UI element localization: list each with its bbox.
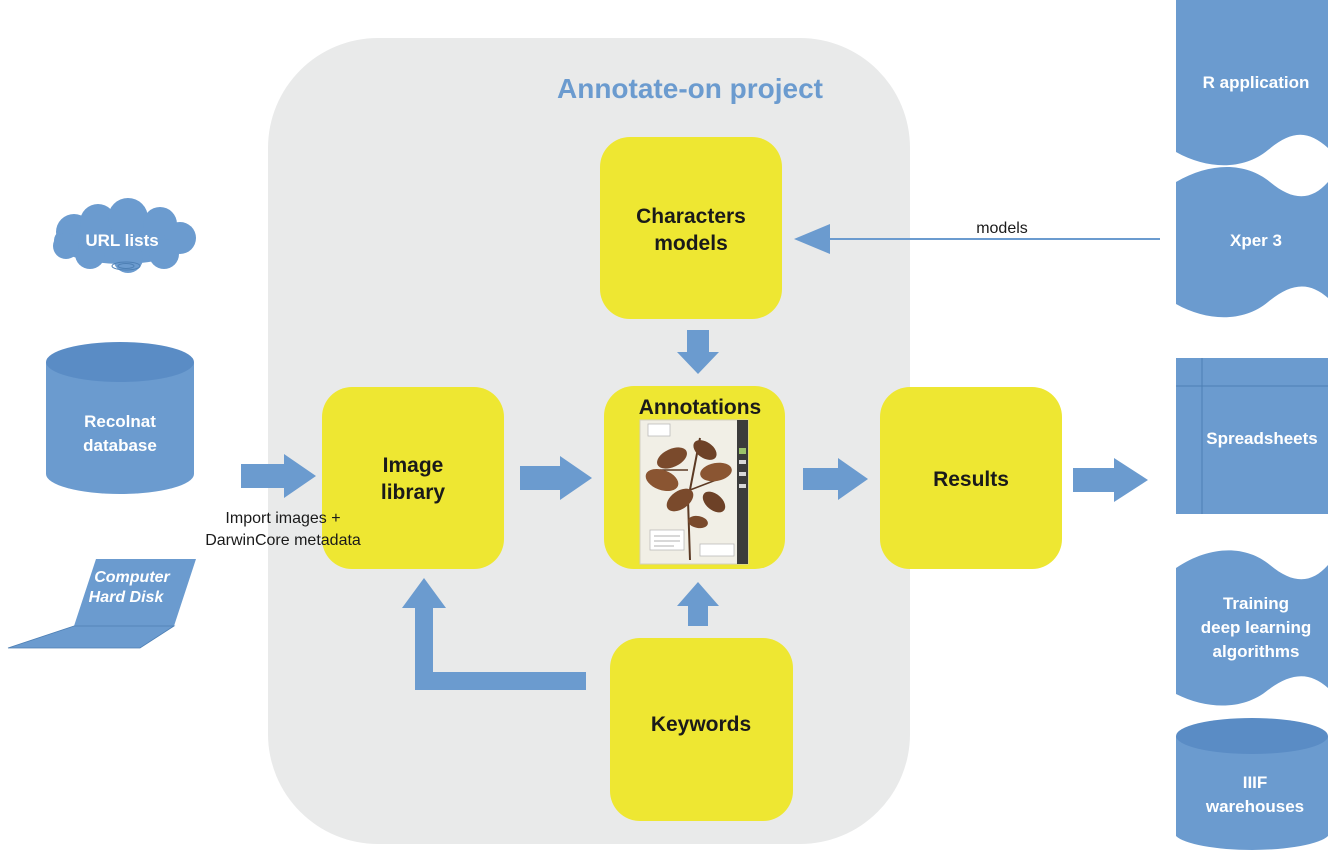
arrow-keywords-to-annotations (677, 582, 719, 626)
training-label-1: Training (1223, 594, 1289, 613)
r-application-output[interactable]: R application (1176, 0, 1328, 166)
computer-label-1: Computer (94, 569, 170, 586)
r-application-label: R application (1203, 73, 1310, 92)
characters-models-box-bg (600, 137, 782, 319)
results-box-bg (880, 387, 1062, 569)
arrow-annotations-to-results (803, 458, 868, 500)
recolnat-label-2: database (83, 436, 157, 455)
iiif-label-1: IIIF (1243, 773, 1268, 792)
iiif-warehouses-output[interactable]: IIIF warehouses (1176, 718, 1328, 850)
database-icon-2 (1176, 736, 1328, 850)
spreadsheet-icon (1176, 358, 1328, 514)
arrow-characters-to-annotations (677, 330, 719, 374)
herbarium-specimen-image (639, 419, 749, 565)
models-edge-label: models (976, 220, 1028, 237)
keywords-label: Keywords (651, 713, 751, 736)
xper3-label: Xper 3 (1230, 231, 1282, 250)
url-lists-cloud[interactable]: URL lists (53, 198, 196, 273)
arrow-results-to-outputs (1073, 458, 1148, 502)
project-title: Annotate-on project (557, 73, 823, 104)
annotations-label: Annotations (639, 396, 761, 419)
document-shape-icon-3 (1176, 550, 1328, 706)
document-shape-icon-2 (1176, 167, 1328, 318)
arrow-import-to-image-library (241, 454, 316, 498)
computer-hard-disk[interactable]: Computer Hard Disk (7, 559, 196, 649)
annotations-box[interactable]: Annotations (604, 386, 785, 569)
computer-label-2: Hard Disk (89, 589, 165, 606)
arrow-keywords-to-image-library (402, 578, 586, 690)
recolnat-database[interactable]: Recolnat database (46, 342, 194, 494)
characters-models-label-1: Characters (636, 205, 746, 228)
image-library-label-2: library (381, 481, 446, 504)
database-icon (46, 362, 194, 494)
url-lists-label: URL lists (85, 231, 158, 250)
image-library-label-1: Image (383, 454, 444, 477)
cloud-icon (53, 198, 196, 273)
laptop-base-icon (7, 625, 176, 649)
training-label-2: deep learning (1201, 618, 1312, 637)
training-output[interactable]: Training deep learning algorithms (1176, 550, 1328, 706)
image-library-box[interactable]: Image library (322, 387, 504, 569)
characters-models-box[interactable]: Characters models (600, 137, 782, 319)
laptop-screen-icon (74, 559, 196, 626)
document-shape-icon (1176, 0, 1328, 166)
import-label-2: DarwinCore metadata (205, 532, 361, 549)
spreadsheets-output[interactable]: Spreadsheets (1176, 358, 1328, 514)
xper3-output[interactable]: Xper 3 (1176, 167, 1328, 318)
spreadsheets-label: Spreadsheets (1206, 429, 1318, 448)
arrow-xper-to-characters-head (794, 224, 830, 254)
import-label-1: Import images + (225, 510, 340, 527)
recolnat-label-1: Recolnat (84, 412, 156, 431)
results-box[interactable]: Results (880, 387, 1062, 569)
results-label: Results (933, 468, 1009, 491)
image-library-box-bg (322, 387, 504, 569)
iiif-label-2: warehouses (1205, 797, 1304, 816)
arrow-image-library-to-annotations (520, 456, 592, 500)
training-label-3: algorithms (1213, 642, 1300, 661)
characters-models-label-2: models (654, 232, 728, 255)
keywords-box-bg (610, 638, 793, 821)
keywords-box[interactable]: Keywords (610, 638, 793, 821)
